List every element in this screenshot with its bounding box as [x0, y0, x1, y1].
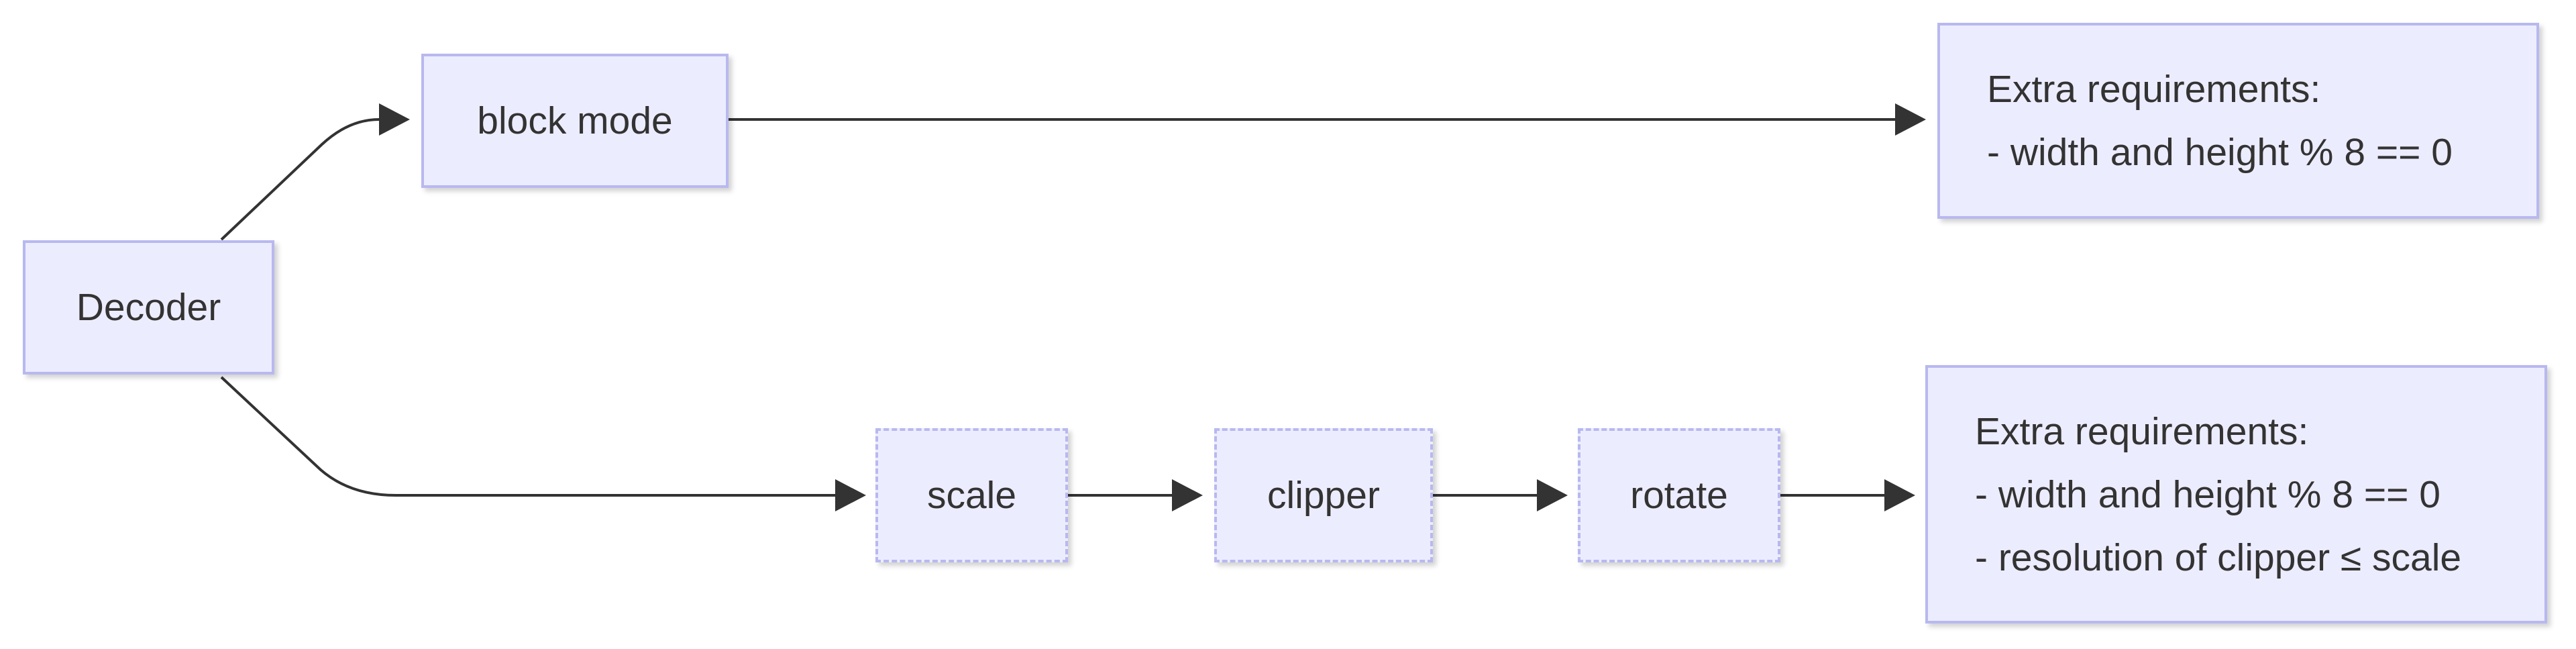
bottom-note-line-2: - resolution of clipper ≤ scale — [1975, 536, 2462, 579]
block-mode-label: block mode — [477, 99, 673, 142]
top-note-line: - width and height % 8 == 0 — [1987, 131, 2453, 174]
bottom-requirements-note: Extra requirements: - width and height %… — [1925, 365, 2547, 623]
edge-decoder-to-block-mode — [220, 118, 381, 241]
clipper-label: clipper — [1267, 474, 1380, 517]
scale-label: scale — [926, 474, 1017, 517]
top-note-title: Extra requirements: — [1987, 68, 2321, 111]
arrowhead-block-mode — [379, 103, 410, 136]
rotate-node: rotate — [1578, 428, 1780, 562]
edge-decoder-to-scale — [220, 376, 837, 497]
rotate-label: rotate — [1630, 474, 1728, 517]
arrowhead-rotate — [1537, 479, 1568, 511]
decoder-label: Decoder — [76, 286, 221, 329]
arrowhead-scale — [835, 479, 866, 511]
bottom-note-line-1: - width and height % 8 == 0 — [1975, 472, 2440, 516]
clipper-node: clipper — [1214, 428, 1433, 562]
arrowhead-top-note — [1895, 103, 1926, 136]
bottom-note-title: Extra requirements: — [1975, 409, 2309, 453]
arrowhead-bottom-note — [1884, 479, 1915, 511]
block-mode-node: block mode — [421, 54, 729, 188]
top-requirements-note: Extra requirements: - width and height %… — [1937, 23, 2539, 219]
decoder-node: Decoder — [23, 240, 274, 375]
scale-node: scale — [875, 428, 1068, 562]
arrowhead-clipper — [1172, 479, 1203, 511]
